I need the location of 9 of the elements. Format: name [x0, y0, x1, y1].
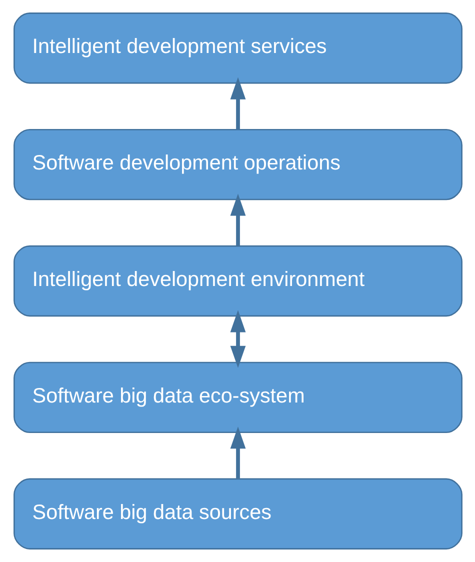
- arrow: [230, 310, 246, 368]
- arrow: [230, 194, 246, 246]
- node-box: Software development operations: [13, 128, 462, 200]
- arrow: [230, 77, 246, 130]
- node-box: Software big data sources: [13, 478, 462, 550]
- node-box: Software big data eco-system: [13, 362, 462, 434]
- node-box: Intelligent development services: [13, 12, 462, 84]
- node-box: Intelligent development environment: [13, 245, 462, 317]
- arrow: [230, 426, 246, 478]
